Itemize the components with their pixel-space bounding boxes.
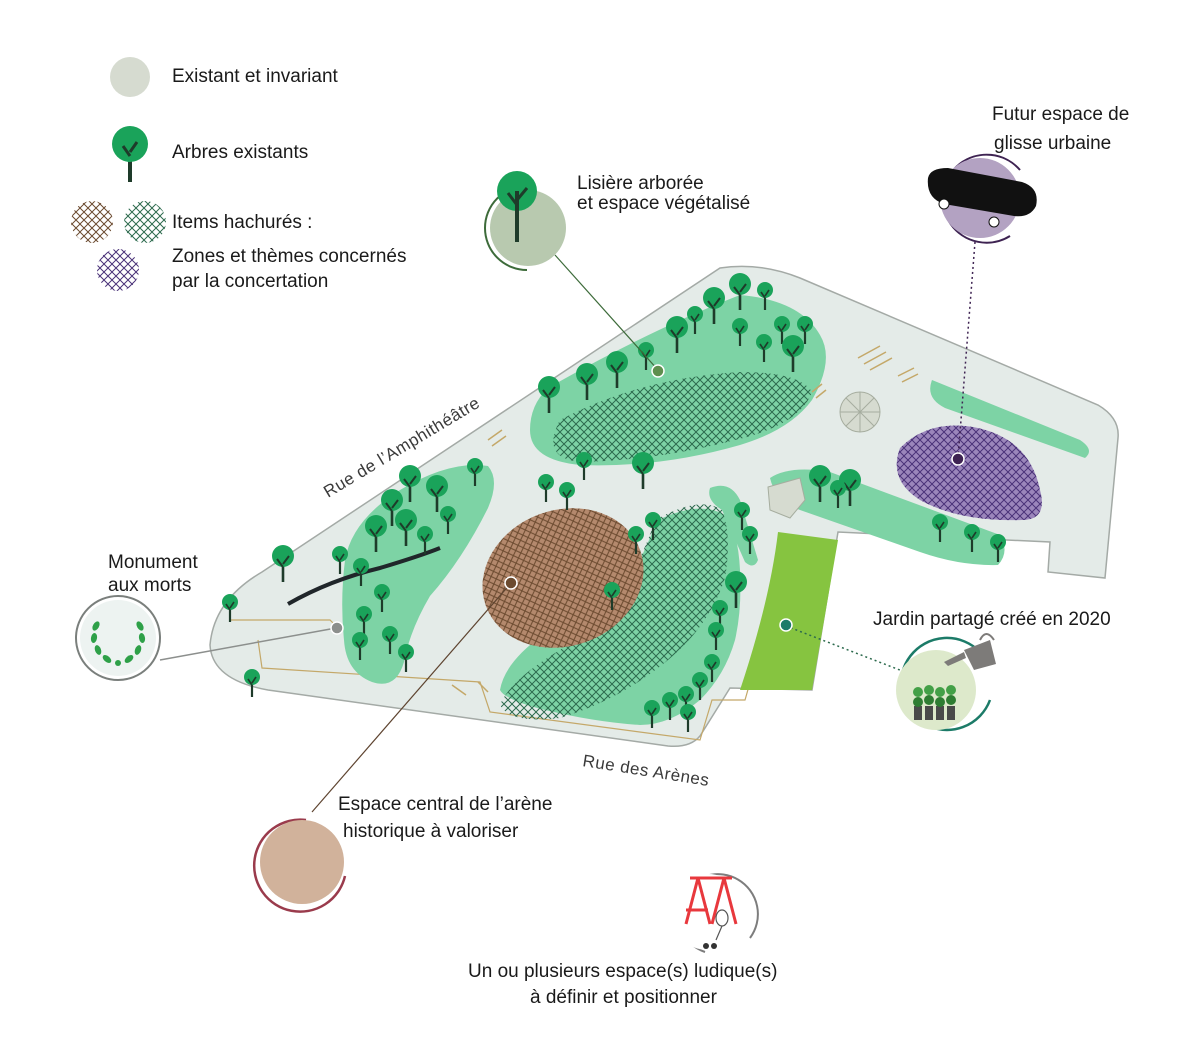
- arena-hatch-overlay: [482, 508, 644, 648]
- arene-line1: Espace central de l’arène: [338, 794, 552, 815]
- kiosk-spokes: [840, 392, 880, 432]
- arene-line2: historique à valoriser: [343, 821, 519, 842]
- northwest-hatch-zone: [553, 372, 812, 462]
- monument-line2: aux morts: [108, 575, 191, 596]
- arene-circle-icon: [260, 820, 344, 904]
- ball-icon: [711, 943, 717, 949]
- plant-pots-icon: [913, 685, 956, 720]
- hatch-purple-swatch-icon: [97, 249, 139, 291]
- monument-callout: Monument aux morts: [75, 552, 344, 681]
- laurel-wreath-icon: [90, 621, 146, 666]
- park-ground: [209, 265, 1119, 748]
- existing-building: [767, 477, 806, 519]
- glisse-callout: Futur espace de glisse urbaine: [927, 104, 1129, 466]
- legend-hatched-title: Items hachurés :: [172, 212, 312, 233]
- jardin-marker-icon: [779, 618, 793, 632]
- skateboard-icon: [927, 168, 1037, 217]
- glisse-line2: glisse urbaine: [994, 133, 1111, 154]
- legend: Existant et invariant Arbres existants I…: [71, 57, 406, 292]
- hatch-brown-swatch-icon: [71, 201, 113, 243]
- ludique-line2: à définir et positionner: [530, 987, 718, 1008]
- tree-icon: [112, 126, 148, 182]
- jardin-label: Jardin partagé créé en 2020: [873, 609, 1111, 630]
- monument-ring: [75, 595, 161, 681]
- lisiere-marker-icon: [651, 364, 665, 378]
- glisse-marker-icon: [951, 452, 965, 466]
- small-green-strip: [709, 485, 758, 566]
- legend-trees-label: Arbres existants: [172, 142, 308, 163]
- monument-line1: Monument: [108, 552, 198, 573]
- east-green-strip: [770, 469, 1005, 566]
- monument-marker-icon: [330, 621, 344, 635]
- existing-swatch-icon: [110, 57, 150, 97]
- glisse-line1: Futur espace de: [992, 104, 1129, 125]
- lisiere-line2: et espace végétalisé: [577, 193, 750, 214]
- ball-icon: [703, 943, 709, 949]
- legend-hatched-line2: par la concertation: [172, 271, 328, 292]
- jardin-callout: Jardin partagé créé en 2020: [779, 609, 1111, 732]
- shared-garden-zone: [740, 532, 838, 690]
- lisiere-line1: Lisière arborée: [577, 173, 704, 194]
- street-south-label: Rue des Arènes: [581, 751, 710, 790]
- bench-group: [451, 345, 919, 696]
- monument-circle-icon: [80, 600, 156, 676]
- watering-can-icon: [944, 633, 996, 670]
- glisse-hatch-overlay: [896, 425, 1042, 521]
- ludique-callout: Un ou plusieurs espace(s) ludique(s) à d…: [468, 873, 777, 1008]
- northeast-green-strip: [930, 380, 1089, 458]
- legend-hatched-line1: Zones et thèmes concernés: [172, 246, 406, 267]
- arene-marker-icon: [504, 576, 518, 590]
- lisiere-callout: Lisière arborée et espace végétalisé: [484, 171, 750, 378]
- racket-icon: [715, 909, 729, 941]
- arene-callout: Espace central de l’arène historique à v…: [252, 576, 552, 913]
- boundary-path: [257, 611, 771, 741]
- hatch-green-swatch-icon: [124, 201, 166, 243]
- ludique-line1: Un ou plusieurs espace(s) ludique(s): [468, 961, 777, 982]
- swing-icon: [684, 876, 738, 925]
- legend-existing-label: Existant et invariant: [172, 66, 339, 87]
